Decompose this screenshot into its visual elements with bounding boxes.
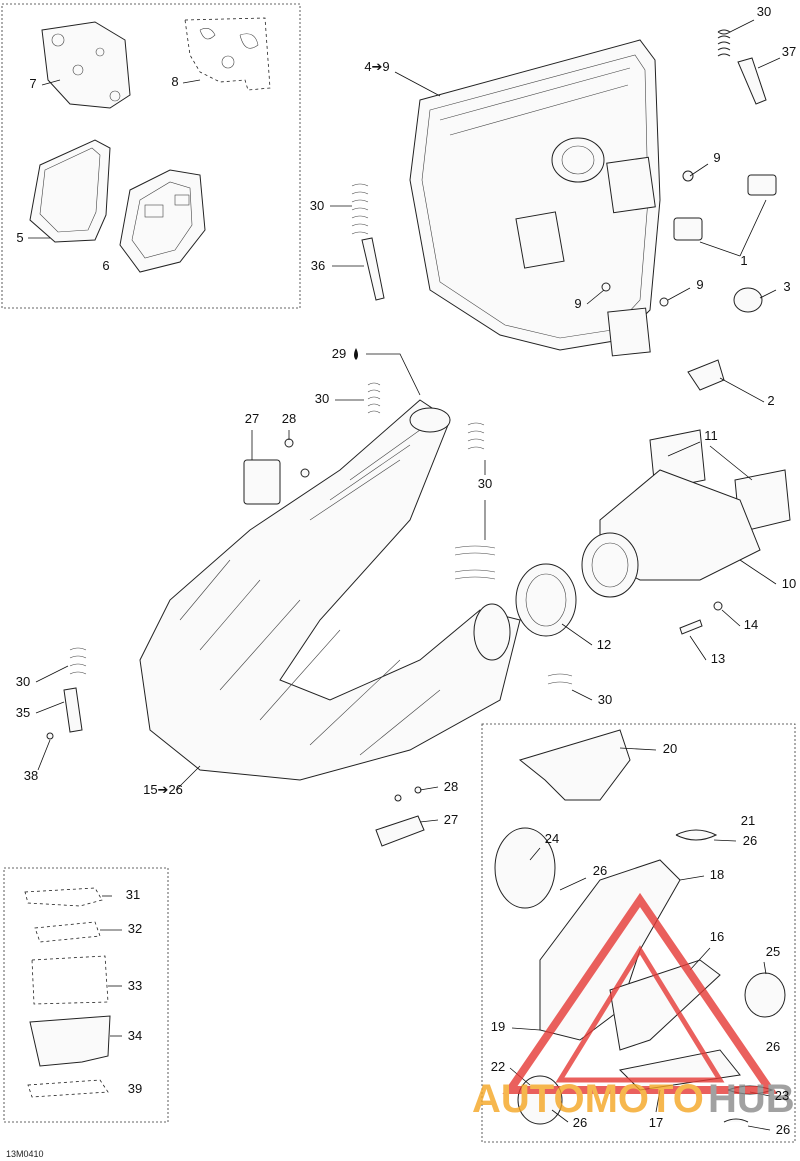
callout-label-c26b: 26 — [593, 863, 607, 878]
callout-label-c24: 24 — [545, 831, 559, 846]
callout-label-c30a: 30 — [757, 4, 771, 19]
callout-label-c35: 35 — [16, 705, 30, 720]
callout-label-c33: 33 — [128, 978, 142, 993]
callout-label-c9b: 9 — [696, 277, 703, 292]
watermark-text-hub: HUB — [708, 1077, 795, 1121]
inset-heat-shields — [1, 3, 301, 309]
callout-label-c37: 37 — [782, 44, 796, 59]
watermark-text-automoto: AUTOMOTO — [472, 1077, 704, 1121]
inset-insulation — [3, 867, 169, 1123]
callout-label-c26c: 26 — [766, 1039, 780, 1054]
callout-label-c20: 20 — [663, 741, 677, 756]
callout-label-c30d: 30 — [478, 476, 492, 491]
callout-label-c30e: 30 — [16, 674, 30, 689]
callout-label-c30c: 30 — [315, 391, 329, 406]
callout-label-c17: 17 — [649, 1115, 663, 1130]
callout-label-c1: 1 — [740, 253, 747, 268]
callout-label-c34: 34 — [128, 1028, 142, 1043]
callout-label-c22: 22 — [491, 1059, 505, 1074]
callout-label-c9c: 9 — [574, 296, 581, 311]
callout-label-c30f: 30 — [598, 692, 612, 707]
callout-label-c11: 11 — [704, 428, 718, 443]
exhaust-manifold — [515, 429, 791, 637]
callout-label-c28a: 28 — [282, 411, 296, 426]
callout-label-c14: 14 — [744, 617, 758, 632]
callout-label-c21: 21 — [741, 813, 755, 828]
callout-label-c2: 2 — [767, 393, 774, 408]
callout-label-c16: 16 — [710, 929, 724, 944]
callout-label-c10: 10 — [782, 576, 796, 591]
callout-label-c3: 3 — [783, 279, 790, 294]
callout-label-c26a: 26 — [743, 833, 757, 848]
callout-label-c5: 5 — [16, 230, 23, 245]
exhaust-pipe — [46, 382, 573, 847]
diagram-id: 13M0410 — [6, 1149, 44, 1159]
leader-lines — [28, 19, 781, 1131]
callout-label-c8: 8 — [171, 74, 178, 89]
callout-label-c13: 13 — [711, 651, 725, 666]
callout-label-c36: 36 — [311, 258, 325, 273]
callout-label-c6: 6 — [102, 258, 109, 273]
callout-label-c4to9: 4➔9 — [364, 59, 389, 74]
sealant-drop-icon — [354, 348, 358, 360]
automotohub-watermark: AUTOMOTO HUB — [472, 892, 795, 1121]
callout-label-c26d: 26 — [573, 1115, 587, 1130]
watermark-logo-icon — [502, 892, 778, 1094]
callout-label-c26e: 26 — [776, 1122, 790, 1137]
muffler-assembly — [409, 39, 661, 357]
callout-label-c19: 19 — [491, 1019, 505, 1034]
callout-label-c32: 32 — [128, 921, 142, 936]
callout-label-c38: 38 — [24, 768, 38, 783]
muffler-small-parts — [351, 29, 777, 391]
callout-label-c29: 29 — [332, 346, 346, 361]
callout-label-c27a: 27 — [245, 411, 259, 426]
callout-label-c12: 12 — [597, 637, 611, 652]
callout-label-c31: 31 — [126, 887, 140, 902]
callout-label-c7: 7 — [29, 76, 36, 91]
callout-label-c28b: 28 — [444, 779, 458, 794]
callout-label-c25: 25 — [766, 944, 780, 959]
callout-label-c15to26: 15➔26 — [143, 782, 183, 797]
callout-label-c27b: 27 — [444, 812, 458, 827]
callout-label-c18: 18 — [710, 867, 724, 882]
callout-label-c9a: 9 — [713, 150, 720, 165]
callout-label-c30b: 30 — [310, 198, 324, 213]
callout-label-c39: 39 — [128, 1081, 142, 1096]
callout-label-c23: 23 — [775, 1088, 789, 1103]
